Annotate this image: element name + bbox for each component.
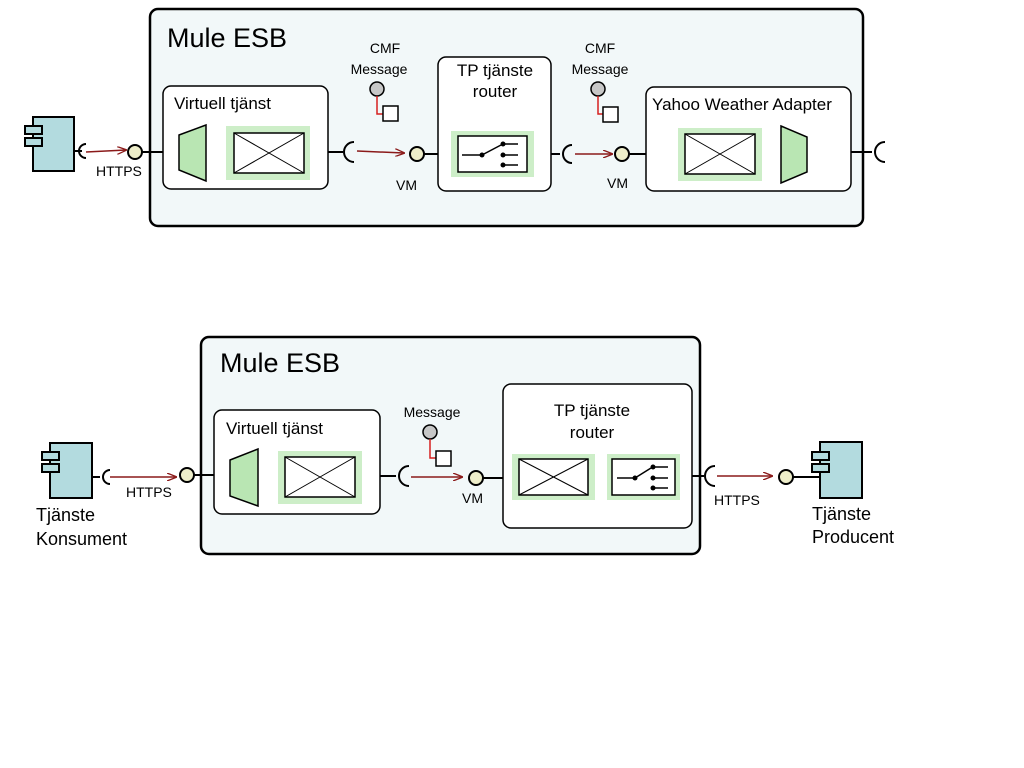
- top-socket-2-icon: [562, 144, 573, 164]
- top-https-arrow: [85, 150, 126, 152]
- bottom-transformer-icon: [278, 451, 362, 504]
- top-transformer-icon: [226, 126, 310, 180]
- bottom-router-title-line1: TP tjänste: [554, 401, 630, 420]
- bottom-esb-title: Mule ESB: [220, 348, 340, 378]
- top-vm-label-1: VM: [396, 177, 417, 193]
- top-vm-label-2: VM: [607, 175, 628, 191]
- bottom-consumer-socket-icon: [102, 469, 111, 485]
- top-message-2-icon: [590, 81, 619, 123]
- bottom-vm-label: VM: [462, 490, 483, 506]
- top-consumer-component-icon: [24, 116, 75, 172]
- bottom-virtual-service-title: Virtuell tjänst: [226, 419, 323, 438]
- bottom-message-icon: [422, 424, 452, 467]
- bottom-inbound-adapter-icon: [229, 447, 259, 508]
- bottom-producer-component-icon: [811, 441, 863, 499]
- bottom-producer-label-line2: Producent: [812, 527, 894, 547]
- bottom-https-in-label: HTTPS: [126, 484, 172, 500]
- bottom-https-out-label: HTTPS: [714, 492, 760, 508]
- bottom-consumer-label-line1: Tjänste: [36, 505, 95, 525]
- top-https-label: HTTPS: [96, 163, 142, 179]
- top-message-1-label-line1: CMF: [370, 40, 400, 56]
- top-message-2-label-line2: Message: [572, 61, 629, 77]
- top-diagram: Mule ESB HTTPS Virtuell tjänst VM: [24, 7, 886, 228]
- bottom-producer-label-line1: Tjänste: [812, 504, 871, 524]
- top-vm-endpoint-1-icon: [409, 146, 425, 162]
- top-router-title-line2: router: [473, 82, 518, 101]
- top-message-arrow-1: [356, 151, 404, 153]
- top-vm-endpoint-2-icon: [614, 146, 630, 162]
- bottom-esb-entry-endpoint-icon: [179, 467, 195, 483]
- bottom-socket-icon: [398, 465, 410, 487]
- top-message-1-label-line2: Message: [351, 61, 408, 77]
- top-adapter-transformer-icon: [678, 128, 762, 181]
- top-esb-title: Mule ESB: [167, 23, 287, 53]
- top-yahoo-adapter-title: Yahoo Weather Adapter: [652, 95, 832, 114]
- top-outbound-adapter-icon: [780, 124, 808, 185]
- bottom-vm-endpoint-icon: [468, 470, 484, 486]
- bottom-diagram: Mule ESB Tjänste Konsument HTTPS Virtuel…: [36, 335, 894, 556]
- top-virtual-service-title: Virtuell tjänst: [174, 94, 271, 113]
- top-exit-socket-icon: [874, 141, 886, 163]
- top-inbound-adapter-icon: [178, 123, 207, 183]
- top-socket-1-icon: [343, 141, 355, 163]
- top-esb-entry-endpoint-icon: [127, 144, 143, 160]
- bottom-router-title-line2: router: [570, 423, 615, 442]
- top-message-1-icon: [369, 81, 399, 122]
- top-router-title-line1: TP tjänste: [457, 61, 533, 80]
- bottom-producer-endpoint-icon: [778, 469, 794, 485]
- top-router-switch-icon: [451, 131, 534, 177]
- bottom-consumer-component-icon: [41, 442, 93, 499]
- bottom-consumer-label-line2: Konsument: [36, 529, 127, 549]
- bottom-message-label: Message: [404, 404, 461, 420]
- top-message-2-label-line1: CMF: [585, 40, 615, 56]
- bottom-exit-socket-icon: [704, 465, 716, 487]
- bottom-router-transformer-icon: [512, 454, 595, 500]
- bottom-router-switch-icon: [607, 454, 680, 500]
